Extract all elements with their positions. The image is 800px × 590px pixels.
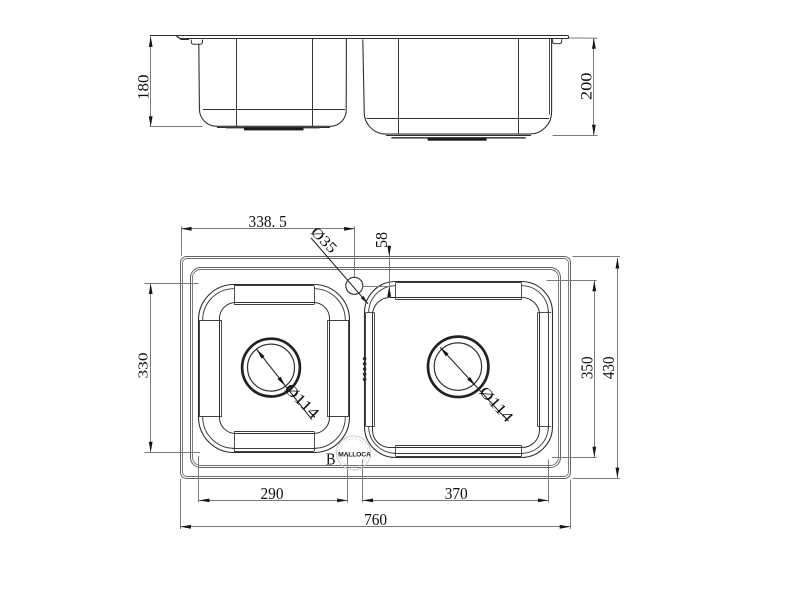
svg-text:B: B (326, 449, 336, 468)
svg-text:330: 330 (137, 353, 152, 379)
svg-text:290: 290 (261, 484, 284, 503)
svg-text:760: 760 (364, 510, 387, 529)
svg-text:370: 370 (445, 484, 468, 503)
svg-text:180: 180 (135, 75, 152, 100)
svg-text:430: 430 (599, 357, 618, 380)
svg-text:MALLOCA: MALLOCA (338, 452, 371, 459)
svg-text:200: 200 (579, 73, 596, 101)
svg-text:58: 58 (372, 232, 391, 248)
svg-text:338. 5: 338. 5 (249, 212, 287, 231)
svg-text:350: 350 (577, 357, 596, 380)
